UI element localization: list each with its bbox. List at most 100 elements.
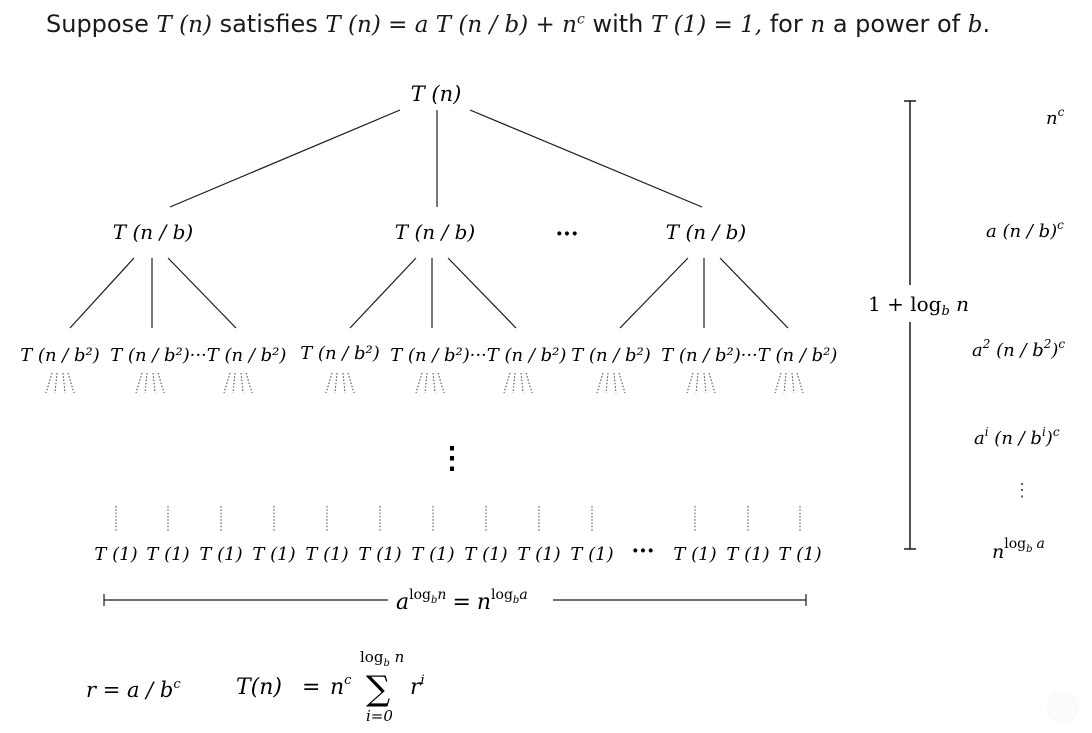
title-recurrence-exp: c [576, 11, 585, 28]
ratio-def-main: r = a / b [86, 678, 173, 702]
node-l1-2: T (n / b) [666, 220, 746, 244]
cost-2-main-sup: 2 [1043, 337, 1052, 351]
edge-l1c-left [619, 257, 689, 329]
middle-vertical-ellipsis: ⋮ [437, 441, 467, 476]
stub-2-1 [232, 372, 236, 394]
stub-1-2 [152, 372, 156, 394]
page-title: Suppose T (n) satisfies T (n) = a T (n /… [46, 10, 990, 38]
sum-n: n [330, 675, 344, 700]
cost-2-main: (n / b [990, 340, 1043, 361]
title-b: b [967, 12, 983, 38]
cost-i-pre: a [974, 428, 985, 449]
height-label: 1 + logb n [868, 292, 969, 319]
sum-formula-eq: = [302, 675, 320, 700]
sum-lower-limit: i=0 [366, 707, 393, 725]
edge-l1a-right [167, 257, 237, 329]
stub-0-2 [62, 372, 66, 394]
stub-0-3 [67, 372, 75, 394]
cost-i-pre-sup: i [985, 425, 989, 439]
width-label-log2: log [491, 587, 513, 603]
sigma-symbol: ∑ [366, 669, 390, 709]
level1-ellipsis: ··· [556, 221, 579, 247]
width-label-log: log [409, 587, 431, 603]
sum-formula-lhs: T(n) [236, 675, 282, 700]
edge-root-left [169, 109, 401, 208]
width-label-a: a [396, 590, 409, 615]
stub-7-3 [708, 372, 716, 394]
stub-7-0 [686, 372, 694, 394]
title-base-case: T (1) = 1, [651, 12, 763, 38]
leaf-5: T (1) [358, 544, 401, 565]
sum-top-log: log [360, 648, 384, 666]
stub-1-3 [157, 372, 165, 394]
stub-5-0 [503, 372, 511, 394]
width-bracket [103, 594, 807, 606]
sum-top-sub: b [383, 658, 389, 669]
ratio-def-sup: c [173, 677, 181, 692]
height-bracket [904, 100, 916, 550]
tree-edges [69, 109, 789, 329]
stub-1-0 [135, 372, 143, 394]
stub-8-2 [791, 372, 795, 394]
stub-8-3 [796, 372, 804, 394]
stub-2-0 [223, 372, 231, 394]
cost-last-sub: b [1026, 544, 1032, 555]
edge-l1c-right [719, 257, 789, 329]
width-label-n2: n [477, 590, 491, 615]
node-l1-0: T (n / b) [113, 220, 193, 244]
width-label-a2: a [519, 587, 527, 603]
stub-4-2 [432, 372, 436, 394]
node-root: T (n) [411, 82, 462, 106]
cost-i-sup: c [1053, 425, 1060, 439]
stub-3-2 [342, 372, 346, 394]
cost-level-i: ai (n / bi)c [974, 425, 1060, 449]
title-recurrence: T (n) = a T (n / b) + nc [325, 11, 585, 38]
node-l2-7: T (n / b²) [661, 345, 741, 366]
stub-1-1 [144, 372, 148, 394]
cost-vertical-ellipsis: ⋮ [1013, 480, 1031, 501]
leaf-7: T (1) [464, 544, 507, 565]
width-label-n: n [437, 587, 446, 603]
title-with: with [592, 10, 644, 38]
title-period: . [982, 10, 991, 38]
stub-8-0 [774, 372, 782, 394]
stub-7-2 [703, 372, 707, 394]
cost-2-close: ) [1050, 340, 1058, 361]
leaf-3: T (1) [252, 544, 295, 565]
width-label-sub-b2: b [513, 595, 519, 606]
stub-5-1 [512, 372, 516, 394]
leaf-11: T (1) [726, 544, 769, 565]
title-suppose: Suppose [46, 10, 149, 38]
cost-2-sup: c [1058, 337, 1065, 351]
stub-6-1 [605, 372, 609, 394]
cost-0-main: n [1046, 108, 1058, 129]
node-l1-1: T (n / b) [395, 220, 475, 244]
edge-l1b-right [447, 257, 517, 329]
sum-top-var: n [390, 648, 404, 666]
cost-0-sup: c [1058, 105, 1065, 119]
cost-level-0: nc [1046, 105, 1065, 129]
cost-2-pre-sup: 2 [982, 337, 991, 351]
leaf-nodes: T (1) T (1) T (1) T (1) T (1) T (1) T (1… [94, 544, 821, 565]
leaf-1: T (1) [146, 544, 189, 565]
leaf-10: T (1) [673, 544, 716, 565]
node-l2-3: T (n / b²) [300, 343, 380, 364]
stub-2-2 [240, 372, 244, 394]
stub-6-2 [613, 372, 617, 394]
height-label-sub: b [941, 304, 949, 319]
node-l2-0: T (n / b²) [20, 345, 100, 366]
height-label-text: 1 + log [868, 292, 942, 316]
corner-indicator [1048, 692, 1078, 722]
stub-8-1 [783, 372, 787, 394]
cost-2-pre: a [972, 340, 983, 361]
sum-upper-limit: logb n [360, 648, 404, 669]
sum-r-exp: i [421, 673, 425, 688]
title-for: for [769, 10, 803, 38]
node-l2-6: T (n / b²) [571, 345, 651, 366]
leaf-ellipsis: ··· [632, 538, 655, 564]
stub-3-3 [347, 372, 355, 394]
edge-l1b-left [349, 257, 417, 329]
stub-6-0 [596, 372, 604, 394]
width-label-eq: = [452, 590, 470, 615]
